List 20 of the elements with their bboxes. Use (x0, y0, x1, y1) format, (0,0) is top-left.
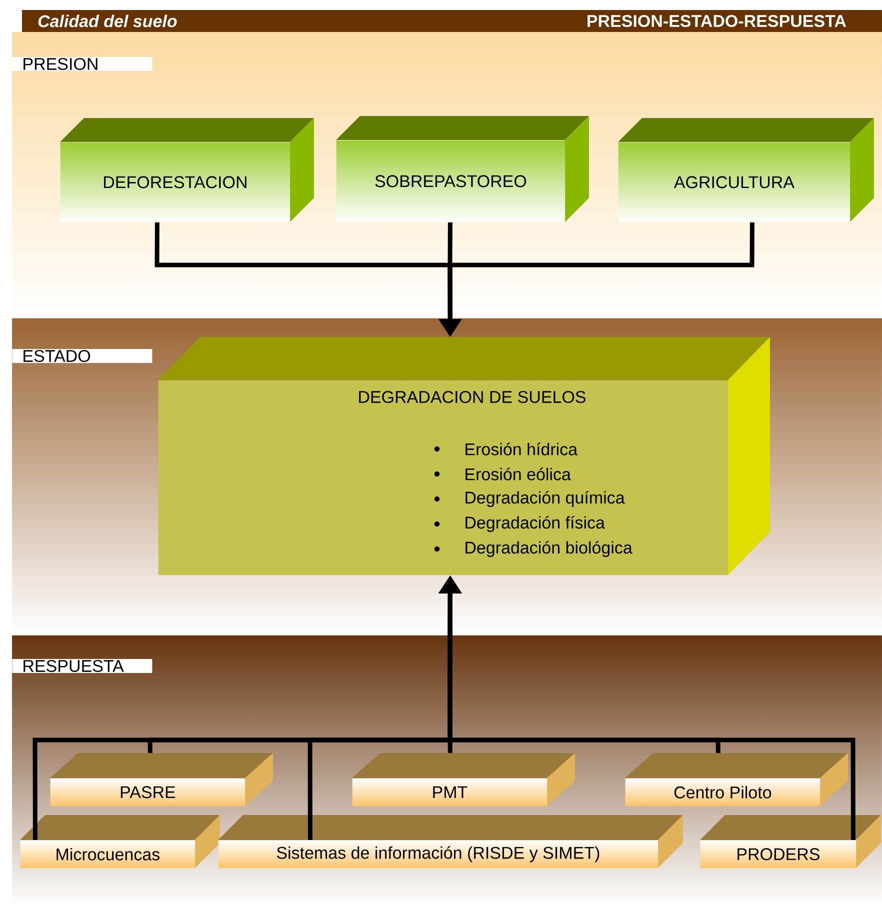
section-label: ESTADO (12, 348, 152, 364)
node-label: Microcuencas (56, 848, 160, 860)
box-3d: AGRICULTURA (618, 118, 874, 222)
box-3d: Sistemas de información (RISDE y SIMET) (218, 815, 683, 868)
node-label: PMT (433, 786, 468, 798)
section-label: RESPUESTA (12, 659, 152, 674)
box-3d: DEGRADACION DE SUELOS Erosión hídrica Erosión eólica Degradación química Degradación física Degradación biológica (158, 337, 770, 576)
box-3d: Microcuencas (20, 815, 220, 868)
box-3d: PRODERS (700, 815, 881, 868)
node-label: Centro Piloto (674, 786, 772, 798)
section-label: PRESION (12, 57, 152, 72)
header-label: PRESION-ESTADO-RESPUESTA (588, 14, 846, 28)
box-3d: PMT (352, 753, 575, 806)
node-label: PASRE (120, 786, 176, 798)
box-3d: SOBREPASTOREO (336, 116, 589, 222)
box-3d: PASRE (50, 753, 273, 806)
box-3d: Centro Piloto (625, 753, 848, 806)
node-label: PRODERS (738, 848, 820, 860)
title: Calidad del suelo (38, 14, 177, 28)
box-3d: DEFORESTACION (60, 118, 314, 222)
